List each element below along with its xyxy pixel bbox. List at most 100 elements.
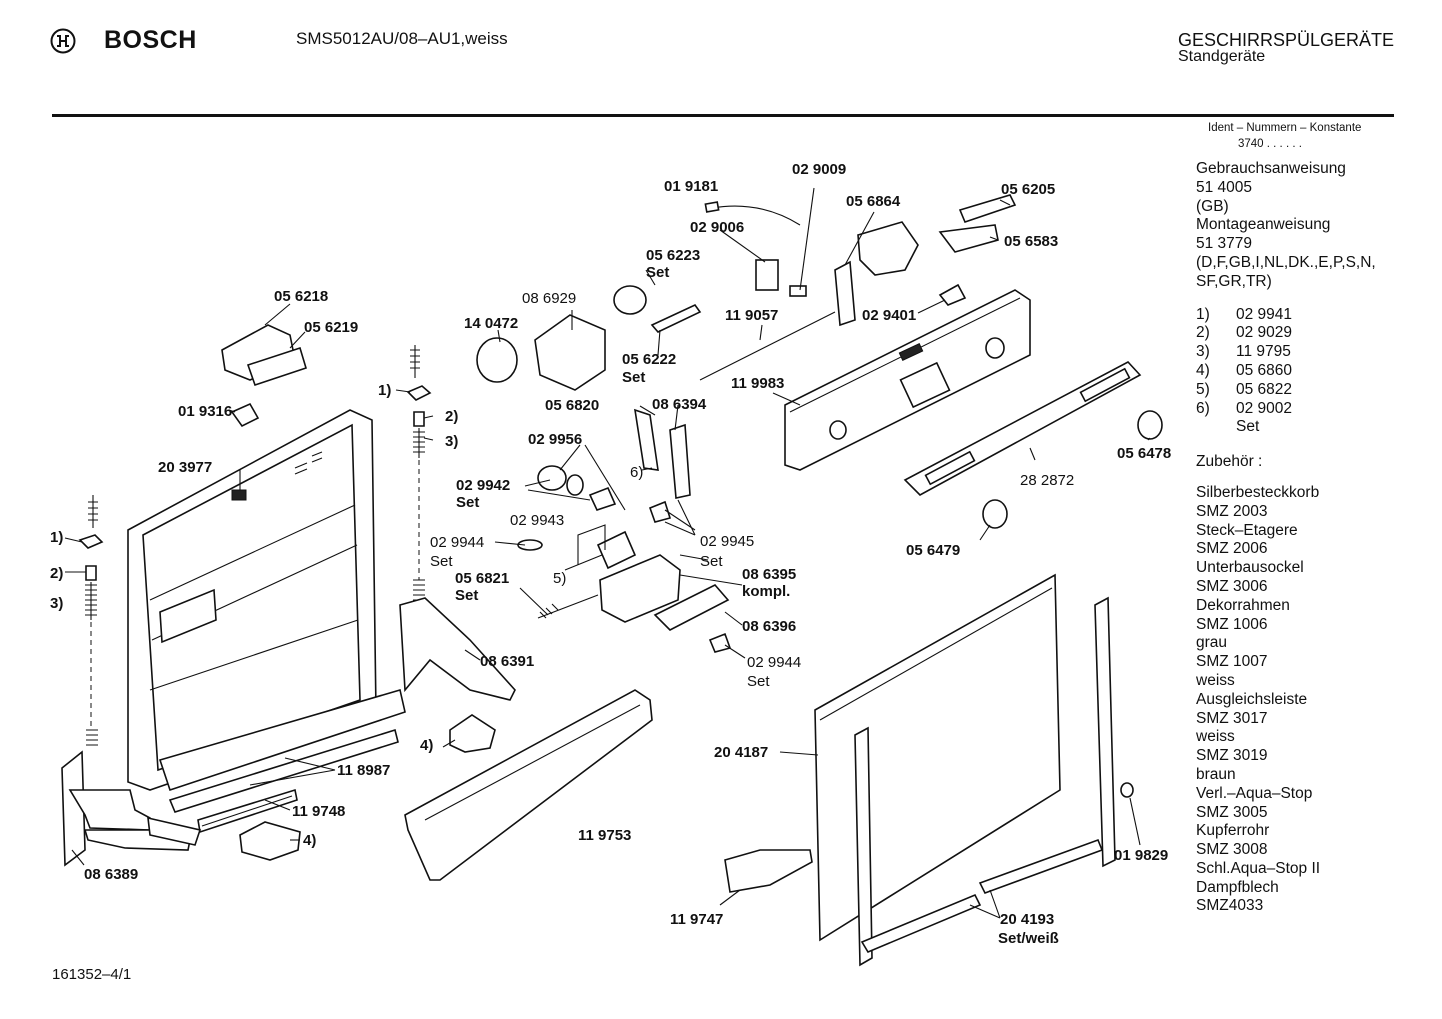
- part-label: 02 9009: [792, 161, 846, 178]
- reference-row: 5)05 6822: [1196, 381, 1436, 400]
- switch-cam: [613, 285, 647, 315]
- screw: [1120, 782, 1134, 798]
- latch-hook: [708, 632, 732, 653]
- accessory-item: SMZ 3005: [1196, 803, 1268, 821]
- part-label: 05 6583: [1004, 233, 1058, 250]
- lock-lever: [834, 260, 856, 327]
- reference-number: 5): [1196, 380, 1210, 398]
- part-label: Set: [430, 553, 453, 570]
- inner-door-panel: [127, 409, 377, 791]
- reference-row: 2)02 9029: [1196, 324, 1436, 343]
- door-latch-cover: [246, 346, 307, 387]
- part-label: 08 6394: [652, 396, 707, 413]
- accessory-item: SMZ 3006: [1196, 577, 1268, 595]
- control-knob: [1137, 410, 1163, 440]
- part-label: 11 9748: [292, 803, 345, 820]
- small-bracket: [938, 283, 967, 306]
- left-hinge: [61, 750, 202, 867]
- part-label: 20 4187: [714, 744, 768, 761]
- reference-part: 02 9941: [1236, 305, 1293, 323]
- control-panel: [784, 289, 1031, 471]
- header-divider: [52, 114, 1394, 117]
- accessory-item: Steck–Etagere: [1196, 521, 1298, 539]
- accessory-item: Ausgleichsleiste: [1196, 690, 1308, 708]
- part-label: 01 9316: [178, 403, 232, 420]
- part-label: 28 2872: [1020, 472, 1074, 489]
- part-labels: 02 9009 01 9181 05 6205 05 6864 02 9006 …: [50, 161, 1171, 947]
- plinth-strip: [404, 689, 653, 881]
- reference-row: 6)02 9002: [1196, 400, 1436, 419]
- accessory-item: Schl.Aqua–Stop II: [1196, 859, 1321, 877]
- accessory-item: Dekorrahmen: [1196, 596, 1290, 614]
- part-label: Set: [622, 369, 645, 386]
- accessories-title: Zubehör :: [1196, 453, 1263, 471]
- part-label: Set: [455, 587, 478, 604]
- reference-row: 3)11 9795: [1196, 343, 1436, 362]
- ident-title: Ident – Nummern – Konstante: [1208, 122, 1362, 134]
- reference-part: 11 9795: [1236, 343, 1291, 361]
- part-label: 4): [303, 832, 316, 849]
- part-label: Set: [646, 264, 669, 281]
- part-label: 02 9944: [430, 534, 484, 551]
- ident-value: 3740 . . . . . .: [1238, 138, 1302, 150]
- part-label: 5): [553, 570, 566, 587]
- reference-part: Set: [1236, 418, 1260, 436]
- part-label: 11 8987: [337, 762, 390, 779]
- accessory-item: SMZ 3008: [1196, 841, 1268, 859]
- manual-title: Gebrauchsanweisung: [1196, 160, 1346, 177]
- door-bottom-strips: [158, 688, 406, 834]
- accessory-item: SMZ 1006: [1196, 615, 1268, 633]
- part-label: 01 9829: [1114, 847, 1168, 864]
- control-knob: [982, 499, 1008, 529]
- foot-block: [449, 714, 496, 753]
- mounting-title: Montageanweisung: [1196, 216, 1331, 234]
- part-label: 20 3977: [158, 459, 212, 476]
- part-label: 05 6864: [846, 193, 901, 210]
- part-label: 20 4193: [1000, 911, 1054, 928]
- part-label: 08 6929: [522, 290, 576, 307]
- accessory-item: grau: [1196, 634, 1228, 652]
- reference-row: Set: [1196, 418, 1436, 437]
- part-label: Set: [456, 494, 479, 511]
- latch-bracket: [669, 423, 691, 499]
- reference-part: 02 9029: [1236, 324, 1293, 342]
- latch-bracket: [634, 408, 659, 471]
- switch-bar: [650, 303, 702, 333]
- accessory-item: Kupferrohr: [1196, 822, 1270, 840]
- accessory-item: Unterbausockel: [1196, 559, 1304, 577]
- part-label: 05 6479: [906, 542, 960, 559]
- outer-door-panel: [814, 573, 1061, 942]
- part-label: 02 9006: [690, 219, 744, 236]
- decor-frame: [860, 893, 982, 954]
- reference-row: 4)05 6860: [1196, 362, 1436, 381]
- accessory-item: SMZ 3017: [1196, 709, 1268, 727]
- brand-name: BOSCH: [104, 26, 197, 54]
- detergent-flap: [596, 530, 637, 570]
- part-label: 05 6218: [274, 288, 328, 305]
- model-number: SMS5012AU/08–AU1,weiss: [296, 29, 508, 48]
- control-rod: [699, 311, 836, 381]
- part-label: Set: [747, 673, 770, 690]
- left-springs: [78, 495, 104, 746]
- door-switch: [958, 194, 1017, 223]
- part-label: 02 9945: [700, 533, 754, 550]
- mounting-languages: SF,GR,TR): [1196, 272, 1272, 290]
- accessory-item: SMZ 3019: [1196, 747, 1268, 765]
- part-label: 3): [50, 595, 63, 612]
- latch-pin: [648, 500, 672, 523]
- seal-ring: [566, 474, 584, 496]
- accessory-item: Silberbesteckkorb: [1196, 483, 1320, 501]
- part-label: 05 6223: [646, 247, 700, 264]
- part-label: 11 9753: [578, 827, 631, 844]
- part-label: 05 6821: [455, 570, 509, 587]
- document-number: 161352–4/1: [52, 966, 132, 983]
- part-label: Set: [700, 553, 723, 570]
- part-label: kompl.: [742, 583, 790, 600]
- program-timer: [534, 314, 606, 391]
- decor-frame: [978, 838, 1104, 894]
- part-label: 02 9401: [862, 307, 916, 324]
- hinge-clip: [230, 402, 260, 428]
- part-label: 05 6205: [1001, 181, 1055, 198]
- part-label: 08 6389: [84, 866, 138, 883]
